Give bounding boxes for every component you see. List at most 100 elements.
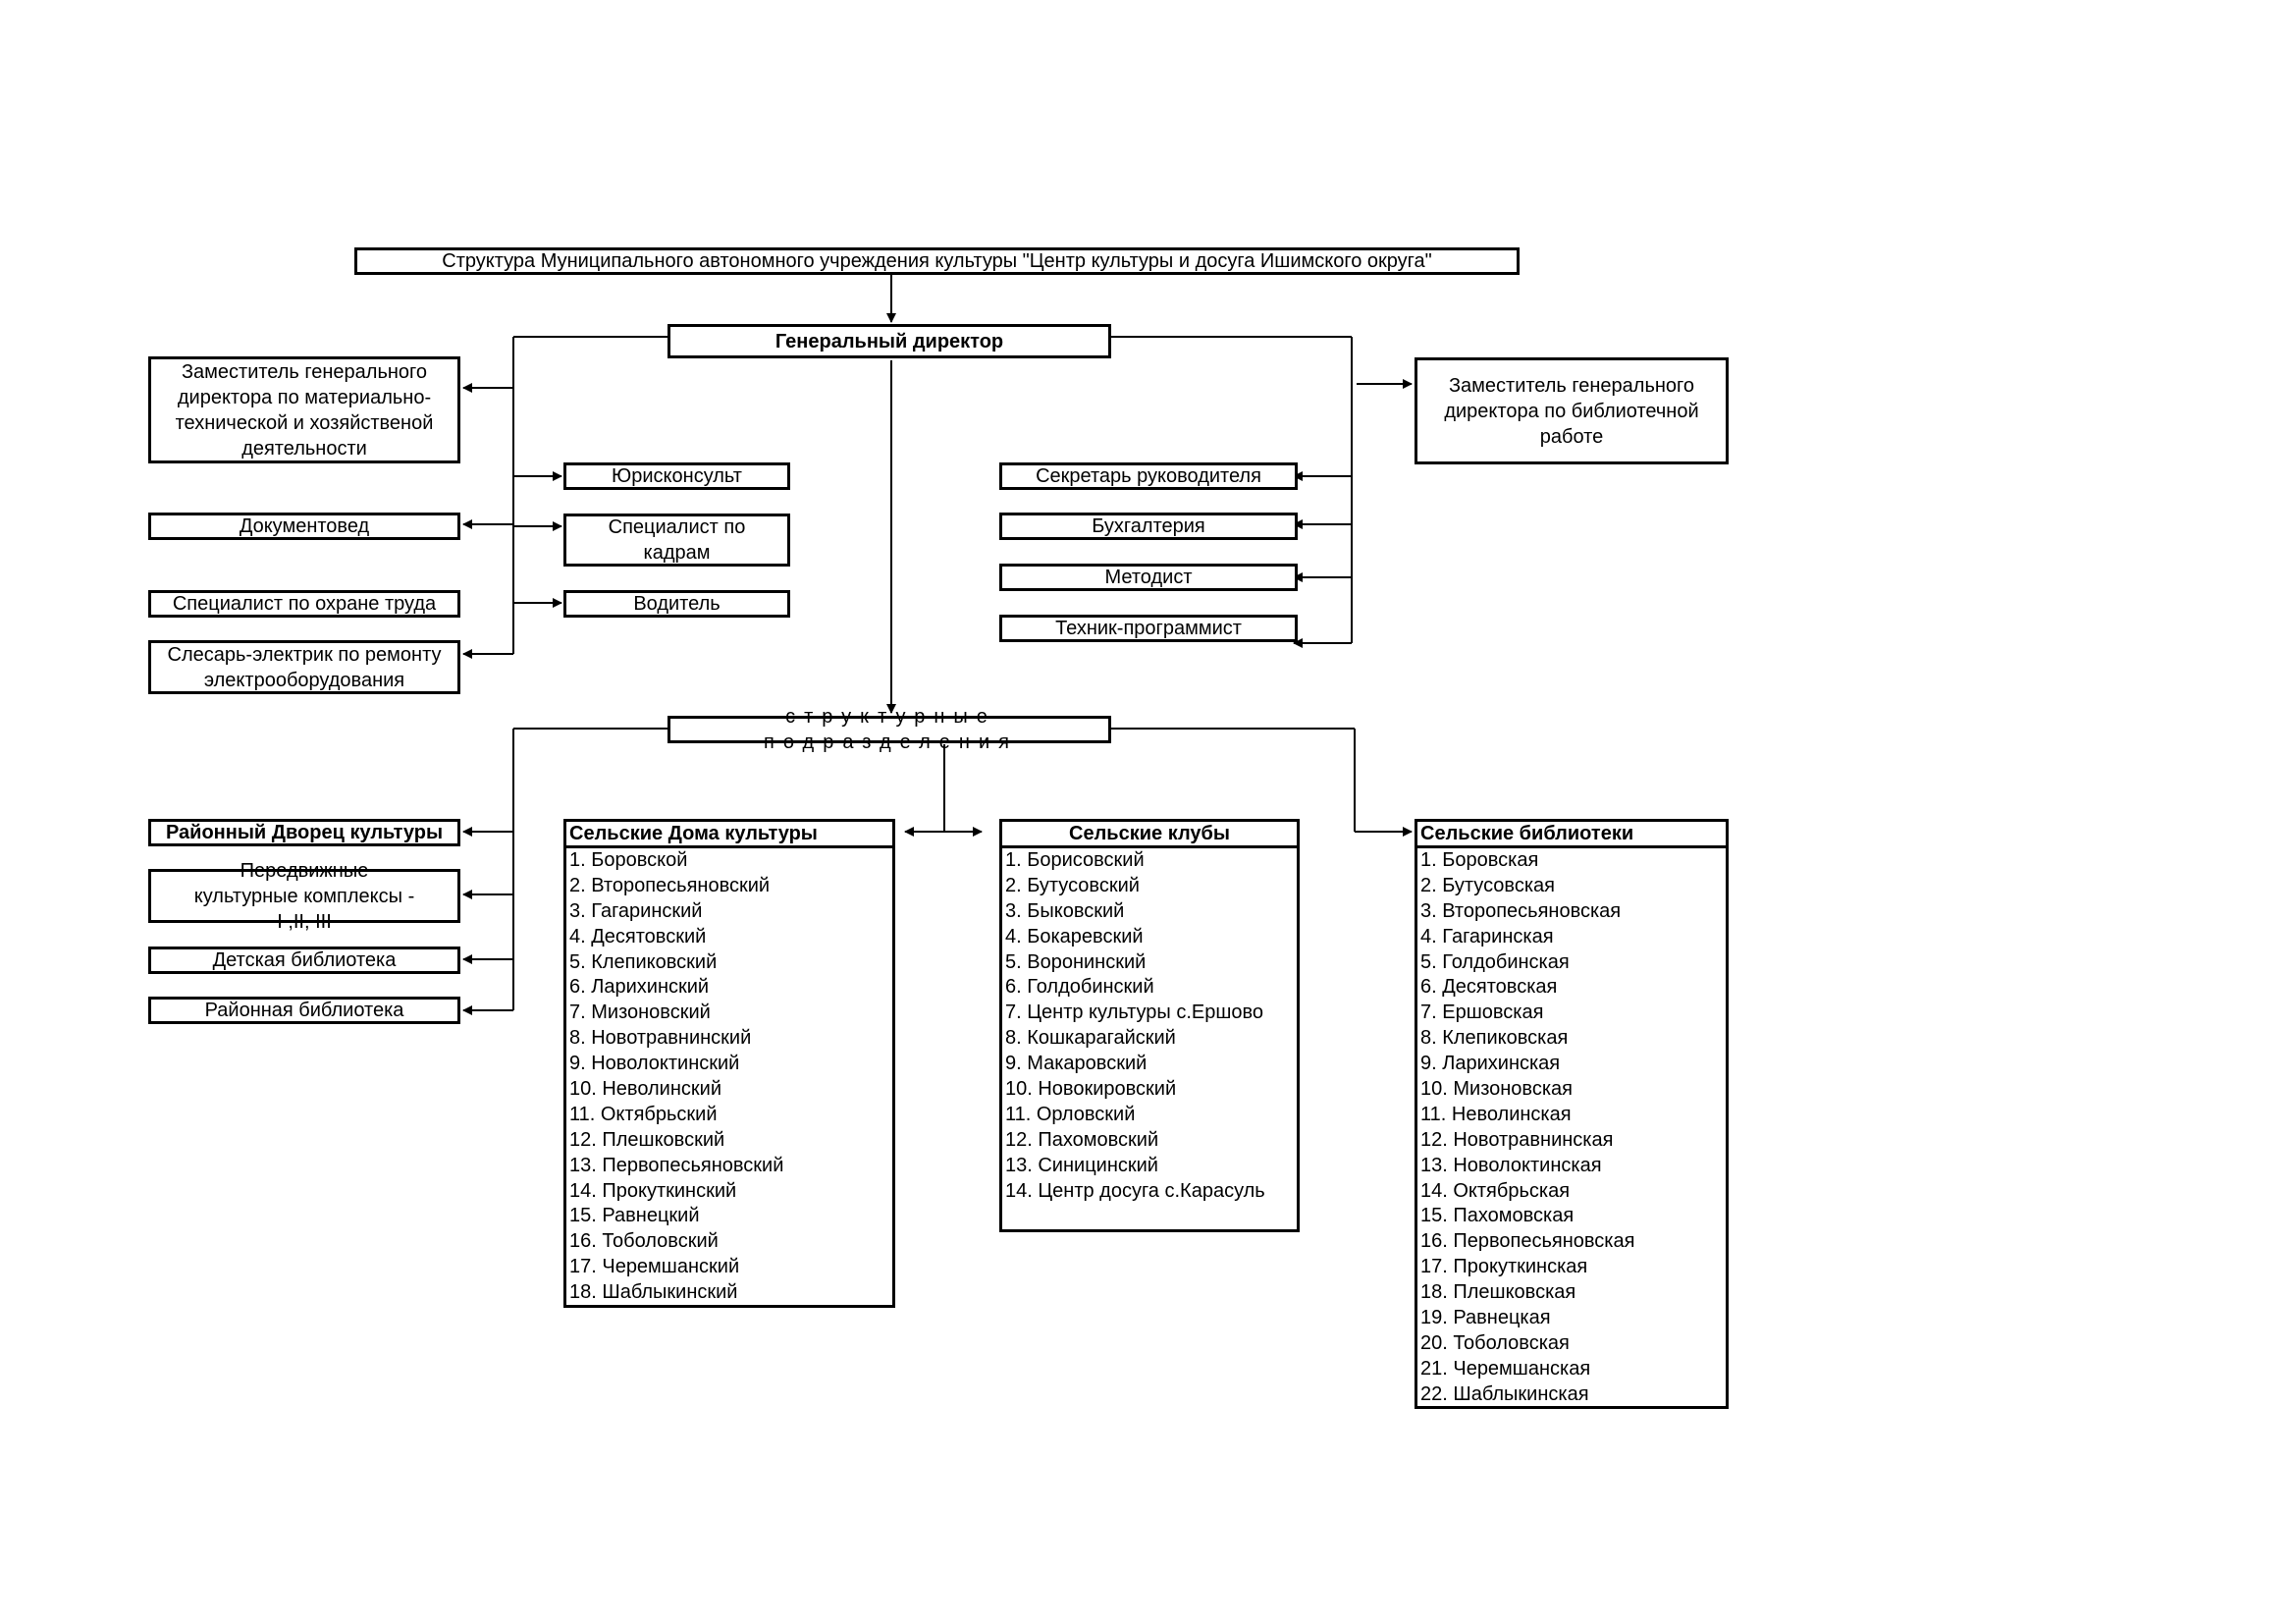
list-item: 10. Новокировский [1005, 1078, 1177, 1101]
general-director-label: Генеральный директор [774, 330, 1004, 352]
staff-box-methodologist: Методист [999, 564, 1298, 591]
org-structure-title: Структура Муниципального автономного учр… [354, 247, 1520, 275]
deputy-left-label: Заместитель генерального директора по ма… [175, 360, 434, 460]
rural-houses-title: Сельские Дома культуры [566, 822, 892, 848]
list-item: 17. Черемшанский [569, 1256, 740, 1278]
list-item: 9. Ларихинская [1420, 1053, 1561, 1075]
list-item: 4. Гагаринская [1420, 925, 1554, 947]
staff-box-legal-counsel: Юрисконсульт [563, 462, 790, 490]
staff-label: Секретарь руководителя [1036, 465, 1261, 487]
list-item: 7. Ершовская [1420, 1001, 1544, 1024]
staff-label: Юрисконсульт [612, 465, 742, 487]
list-item: 1. Боровская [1420, 849, 1539, 871]
list-item: 14. Центр досуга с.Карасуль [1005, 1179, 1265, 1202]
list-item: 10. Неволинский [569, 1078, 721, 1101]
structural-divisions-box: структурные подразделения [667, 706, 1111, 753]
staff-label: Бухгалтерия [1092, 515, 1205, 537]
rural-clubs-title: Сельские клубы [1002, 822, 1297, 848]
list-item: 6. Десятовская [1420, 976, 1558, 999]
list-item: 10. Мизоновская [1420, 1078, 1573, 1101]
list-item: 3. Второпесьяновская [1420, 899, 1622, 922]
deputy-right-label: Заместитель генерального директора по би… [1444, 374, 1699, 448]
list-item: 9. Макаровский [1005, 1053, 1148, 1075]
list-item: 16. Первопесьяновская [1420, 1230, 1635, 1253]
list-item: 8. Новотравнинский [569, 1027, 752, 1050]
staff-box-document-specialist: Документовед [148, 513, 460, 540]
list-item: 7. Центр культуры с.Ершово [1005, 1001, 1264, 1024]
list-item: 13. Синицинский [1005, 1154, 1158, 1176]
list-item: 21. Черемшанская [1420, 1357, 1591, 1380]
list-item: 6. Голдобинский [1005, 976, 1154, 999]
list-item: 16. Тоболовский [569, 1230, 719, 1253]
rural-houses-items: 1. Боровской 2. Второпесьяновский 3. Гаг… [566, 848, 892, 1306]
deputy-right-box: Заместитель генерального директора по би… [1415, 357, 1729, 464]
district-unit-mobile-complexes: Передвижные культурные комплексы - I ,II… [148, 860, 460, 933]
rural-clubs-items: 1. Борисовский 2. Бутусовский 3. Быковск… [1002, 848, 1297, 1204]
list-item: 5. Воронинский [1005, 950, 1147, 973]
list-item: 13. Новолоктинская [1420, 1154, 1602, 1176]
structural-divisions-label: структурные подразделения [764, 706, 1018, 753]
list-item: 14. Прокуткинский [569, 1179, 737, 1202]
list-item: 1. Борисовский [1005, 849, 1145, 871]
staff-box-electrician: Слесарь-электрик по ремонту электрообору… [148, 640, 460, 694]
list-item: 14. Октябрьская [1420, 1179, 1571, 1202]
list-item: 2. Второпесьяновский [569, 874, 771, 896]
staff-label: Слесарь-электрик по ремонту электрообору… [167, 643, 442, 691]
list-item: 12. Плешковский [569, 1128, 725, 1151]
rural-libraries-list: Сельские библиотеки 1. Боровская 2. Буту… [1415, 819, 1729, 1409]
district-unit-label: Передвижные культурные комплексы - I ,II… [193, 859, 415, 933]
district-unit-label: Детская библиотека [212, 949, 397, 971]
district-unit-palace: Районный Дворец культуры [148, 819, 460, 846]
rural-libraries-title: Сельские библиотеки [1417, 822, 1726, 848]
staff-label: Специалист по кадрам [608, 516, 746, 564]
staff-box-hr-specialist: Специалист по кадрам [563, 514, 790, 567]
general-director-box: Генеральный директор [667, 324, 1111, 358]
list-item: 8. Кошкарагайский [1005, 1027, 1176, 1050]
list-item: 2. Бутусовская [1420, 874, 1555, 896]
list-item: 18. Шаблыкинский [569, 1281, 738, 1304]
rural-libraries-items: 1. Боровская 2. Бутусовская 3. Второпесь… [1417, 848, 1726, 1408]
list-item: 4. Десятовский [569, 925, 707, 947]
rural-houses-list: Сельские Дома культуры 1. Боровской 2. В… [563, 819, 895, 1308]
list-item: 12. Пахомовский [1005, 1128, 1159, 1151]
deputy-left-box: Заместитель генерального директора по ма… [148, 356, 460, 463]
staff-box-technician-programmer: Техник-программист [999, 615, 1298, 642]
staff-label: Техник-программист [1055, 618, 1242, 639]
list-item: 11. Октябрьский [569, 1103, 718, 1125]
list-item: 5. Голдобинская [1420, 950, 1570, 973]
list-item: 15. Пахомовская [1420, 1205, 1575, 1227]
staff-label: Водитель [633, 593, 721, 615]
list-item: 15. Равнецкий [569, 1205, 700, 1227]
list-item: 22. Шаблыкинская [1420, 1382, 1589, 1405]
district-unit-district-library: Районная библиотека [148, 997, 460, 1024]
list-item: 5. Клепиковский [569, 950, 718, 973]
list-item: 8. Клепиковская [1420, 1027, 1569, 1050]
title-text: Структура Муниципального автономного учр… [442, 250, 1432, 272]
staff-box-secretary: Секретарь руководителя [999, 462, 1298, 490]
list-item: 3. Быковский [1005, 899, 1125, 922]
list-item: 19. Равнецкая [1420, 1307, 1551, 1329]
list-item: 20. Тоболовская [1420, 1331, 1570, 1354]
list-item: 11. Неволинская [1420, 1103, 1572, 1125]
staff-box-accounting: Бухгалтерия [999, 513, 1298, 540]
list-item: 12. Новотравнинская [1420, 1128, 1614, 1151]
list-item: 9. Новолоктинский [569, 1053, 740, 1075]
rural-clubs-list: Сельские клубы 1. Борисовский 2. Бутусов… [999, 819, 1300, 1232]
list-item: 1. Боровской [569, 849, 688, 871]
list-item: 4. Бокаревский [1005, 925, 1144, 947]
list-item: 17. Прокуткинская [1420, 1256, 1588, 1278]
staff-label: Документовед [239, 515, 370, 537]
staff-label: Методист [1104, 567, 1193, 588]
district-unit-label: Районная библиотека [204, 1000, 404, 1021]
district-unit-children-library: Детская библиотека [148, 947, 460, 974]
list-item: 13. Первопесьяновский [569, 1154, 784, 1176]
district-unit-label: Районный Дворец культуры [165, 822, 444, 843]
list-item: 3. Гагаринский [569, 899, 703, 922]
list-item: 7. Мизоновский [569, 1001, 711, 1024]
list-item: 11. Орловский [1005, 1103, 1136, 1125]
staff-label: Специалист по охране труда [172, 593, 437, 615]
list-item: 2. Бутусовский [1005, 874, 1140, 896]
list-item: 18. Плешковская [1420, 1281, 1576, 1304]
staff-box-driver: Водитель [563, 590, 790, 618]
